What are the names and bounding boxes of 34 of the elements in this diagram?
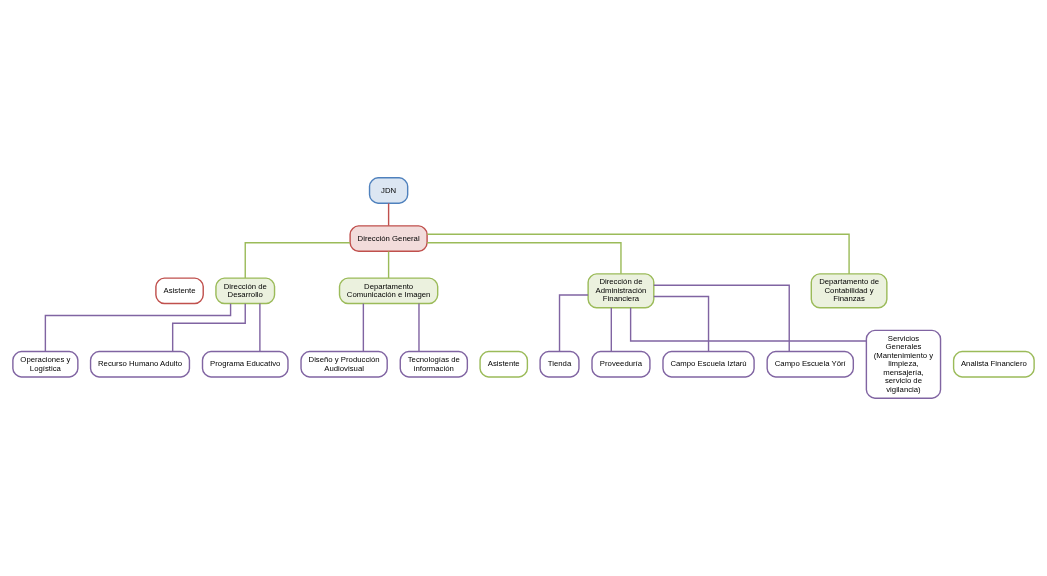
node-box: Proveeduría — [591, 350, 651, 378]
node-box: Tecnologías de información — [399, 350, 469, 378]
connector — [171, 302, 246, 353]
node-box: Analista Financiero — [952, 350, 1035, 378]
node-box: Tienda — [539, 350, 580, 378]
connector — [426, 233, 850, 275]
node-box: Programa Educativo — [201, 350, 289, 378]
node-box: Servicios Generales (Mantenimiento y limpieza, mensajería, servicio de vigilancia) — [865, 329, 942, 399]
connector — [387, 202, 390, 227]
connector — [558, 294, 589, 352]
node-box: Asistente — [479, 350, 529, 378]
node-box: Diseño y Producción Audiovisual — [300, 350, 388, 378]
node-box: Campo Escuela Iztarú — [662, 350, 755, 378]
node-box: Campo Escuela Yörí — [766, 350, 855, 378]
connector — [629, 307, 868, 342]
node-box: JDN — [368, 177, 409, 204]
connector — [610, 307, 612, 353]
connector — [418, 302, 420, 353]
node-box: Operaciones y Logística — [12, 350, 79, 378]
connector — [387, 250, 390, 279]
connector — [426, 242, 622, 275]
node-box: Recurso Humano Adulto — [89, 350, 191, 378]
connector — [259, 302, 261, 353]
node-box: Departamento de Contabilidad y Finanzas — [810, 273, 888, 309]
node-box: Asistente — [155, 277, 204, 305]
node-box: Dirección General — [349, 225, 428, 252]
connector — [653, 295, 710, 353]
connector — [653, 284, 790, 352]
node-box: Dirección de Desarrollo — [215, 277, 276, 305]
connector — [244, 242, 351, 279]
node-box: Dirección de Administración Financiera — [587, 273, 655, 309]
connector — [44, 303, 232, 353]
connector — [362, 302, 365, 353]
node-box: Departamento Comunicación e Imagen — [338, 277, 439, 305]
